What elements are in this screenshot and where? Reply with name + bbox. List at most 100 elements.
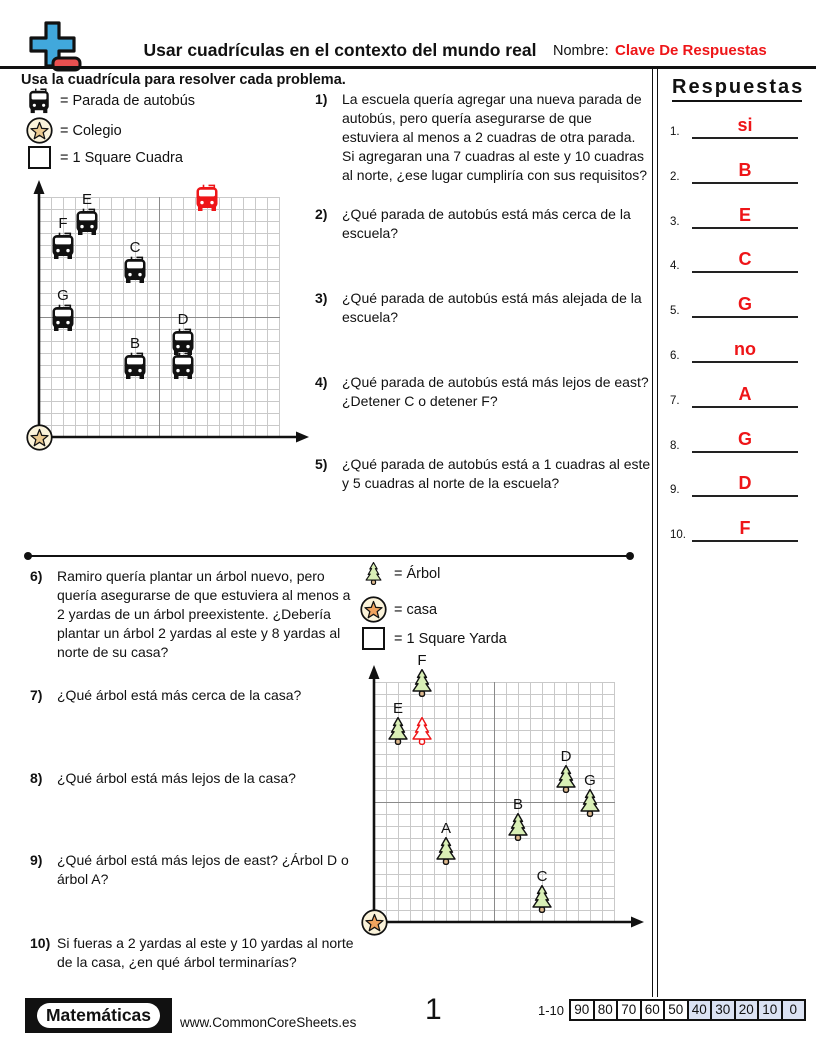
question-number: 4) <box>315 374 328 390</box>
tree-icon-red <box>410 716 434 745</box>
answer-number: 2. <box>670 170 680 183</box>
tree-icon <box>386 716 410 745</box>
instructions-text: Usa la cuadrícula para resolver cada pro… <box>21 72 346 88</box>
score-box: 90 <box>569 999 595 1021</box>
section-divider <box>24 551 634 560</box>
question-1: 1)La escuela quería agregar una nueva pa… <box>315 90 651 185</box>
question-number: 2) <box>315 206 328 222</box>
question-10: 10) Si fueras a 2 yardas al este y 10 yar… <box>30 934 362 972</box>
footer: Matemáticas www.CommonCoreSheets.es 1 1-… <box>0 993 816 1040</box>
page-number: 1 <box>425 993 442 1026</box>
tree-icon <box>434 836 458 865</box>
house-icon <box>358 595 388 624</box>
bus-icon <box>24 88 54 114</box>
question-3: 3)¿Qué parada de autobús está más alejad… <box>315 289 651 327</box>
question-text: ¿Qué parada de autobús está más lejos de… <box>342 374 649 409</box>
question-number: 9) <box>30 852 43 868</box>
question-text: ¿Qué parada de autobús está a 1 cuadras … <box>342 456 651 491</box>
bus-icon <box>51 304 75 332</box>
question-number: 8) <box>30 770 43 786</box>
answer-value: C <box>692 249 798 274</box>
legend-item: = Parada de autobús <box>24 88 195 114</box>
question-5: 5) ¿Qué parada de autobús está a 1 cuadra… <box>315 455 651 493</box>
question-number: 5) <box>315 456 328 472</box>
answer-number: 5. <box>670 305 680 318</box>
legend-section1: = Parada de autobús = Colegio= 1 Square C… <box>24 88 254 178</box>
answer-value: E <box>692 205 798 229</box>
bus-icon <box>123 256 147 284</box>
school-icon <box>24 116 54 145</box>
legend-label: = Parada de autobús <box>60 93 196 109</box>
score-box: 10 <box>757 999 783 1021</box>
answer-number: 4. <box>670 260 680 273</box>
tree-icon <box>578 788 602 817</box>
answer-value: si <box>692 115 798 139</box>
divider-dot-right <box>626 551 634 560</box>
answer-row: 10.F <box>666 514 816 543</box>
score-box: 20 <box>733 999 759 1021</box>
tree-label: C <box>536 868 548 885</box>
answer-value: no <box>692 339 798 363</box>
tree-label: B <box>512 796 523 813</box>
answer-value: B <box>692 160 798 184</box>
answer-row: 4. C <box>666 245 816 274</box>
answer-number: 6. <box>670 350 680 362</box>
answer-value: D <box>692 473 798 498</box>
answer-value: G <box>692 429 798 453</box>
bus-label: D <box>177 311 189 328</box>
score-box: 40 <box>686 999 712 1021</box>
bus-label: C <box>129 239 141 256</box>
house-icon <box>360 908 388 936</box>
legend-label: = 1 Square Yarda <box>394 630 507 647</box>
score-box: 50 <box>663 999 689 1021</box>
legend-item: = 1 Square Yarda <box>358 627 507 650</box>
score-box: 70 <box>616 999 642 1021</box>
question-text: ¿Qué árbol está más cerca de la casa? <box>57 687 302 703</box>
question-number: 7) <box>30 687 43 703</box>
tree-icon <box>358 562 388 585</box>
question-2: 2) ¿Qué parada de autobús está más cerca … <box>315 205 651 243</box>
legend-item: = 1 Square Cuadra <box>24 146 183 169</box>
answer-number: 8. <box>670 439 680 452</box>
answer-number: 3. <box>670 215 680 228</box>
score-box: 60 <box>639 999 665 1021</box>
legend-item: = Colegio <box>24 116 122 145</box>
grid-axes <box>368 665 644 928</box>
answer-number: 7. <box>670 394 680 407</box>
bus-label: F <box>58 215 68 232</box>
answer-number: 9. <box>670 484 680 497</box>
tree-icon <box>554 764 578 793</box>
question-text: ¿Qué árbol está más lejos de la casa? <box>57 770 296 786</box>
question-text: ¿Qué parada de autobús está más cerca de… <box>342 206 631 241</box>
answer-value: F <box>692 518 798 543</box>
question-number: 6) <box>30 568 43 584</box>
tree-label: E <box>392 700 403 717</box>
answer-number: 1. <box>670 126 680 138</box>
legend-label: = casa <box>394 601 438 618</box>
question-number: 10) <box>30 935 51 951</box>
bus-icon <box>75 208 99 236</box>
question-9: 9) ¿Qué árbol está más lejos de east? ¿Ár… <box>30 851 362 889</box>
answer-row: 2. B <box>666 156 816 184</box>
page-title: Usar cuadrículas en el contexto del mund… <box>143 40 537 60</box>
bus-label: G <box>57 287 69 304</box>
question-8: 8) ¿Qué árbol está más lejos de la casa? <box>30 769 362 788</box>
bus-label: E <box>81 191 92 208</box>
bus-label: B <box>129 335 140 352</box>
brand-logo: Matemáticas <box>25 998 172 1033</box>
answers-title: Respuestas <box>672 76 802 102</box>
divider-dot-left <box>24 551 32 560</box>
school-icon <box>25 423 53 451</box>
question-text: Si fueras a 2 yardas al este y 10 yardas… <box>57 935 354 970</box>
answer-row: 8. G <box>666 425 816 453</box>
tree-label: A <box>440 820 451 837</box>
question-text: ¿Qué árbol está más lejos de east? ¿Árbo… <box>57 852 349 887</box>
legend-label: = Árbol <box>394 565 441 582</box>
square-icon <box>24 146 54 169</box>
question-7: 7) ¿Qué árbol está más cerca de la casa? <box>30 686 362 705</box>
score-box: 30 <box>710 999 736 1021</box>
answer-row: 6. no <box>666 335 816 363</box>
